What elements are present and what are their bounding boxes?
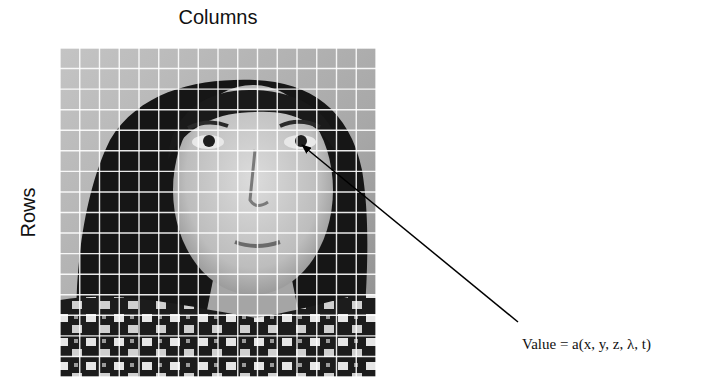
grid-line (60, 130, 376, 131)
pupil (203, 135, 215, 147)
nose (250, 150, 268, 206)
grid-line (60, 315, 376, 316)
grid-line (60, 109, 376, 110)
eye (192, 135, 224, 149)
grid-line (60, 232, 376, 233)
grid-line (60, 47, 376, 48)
pixel-grid (60, 48, 376, 377)
photo (60, 48, 376, 377)
grid-line (60, 171, 376, 172)
brow (280, 122, 320, 127)
grid-line (60, 294, 376, 295)
grid-line (60, 68, 376, 69)
formula-label: Value = a(x, y, z, λ, t) (522, 336, 651, 353)
grid-line (60, 88, 376, 89)
grid-line (60, 376, 376, 377)
grid-line (60, 191, 376, 192)
eye (284, 135, 316, 149)
grid-line (60, 335, 376, 336)
leader-arrow (302, 145, 518, 322)
grid-line (60, 150, 376, 151)
brow (188, 122, 228, 128)
grid-line (60, 273, 376, 274)
grid-line (60, 253, 376, 254)
photo-background (60, 48, 376, 377)
axis-title: Columns (179, 6, 258, 29)
axis-title: Rows (16, 187, 39, 237)
grid-line (60, 356, 376, 357)
fringe (168, 90, 340, 160)
grid-line (60, 212, 376, 213)
